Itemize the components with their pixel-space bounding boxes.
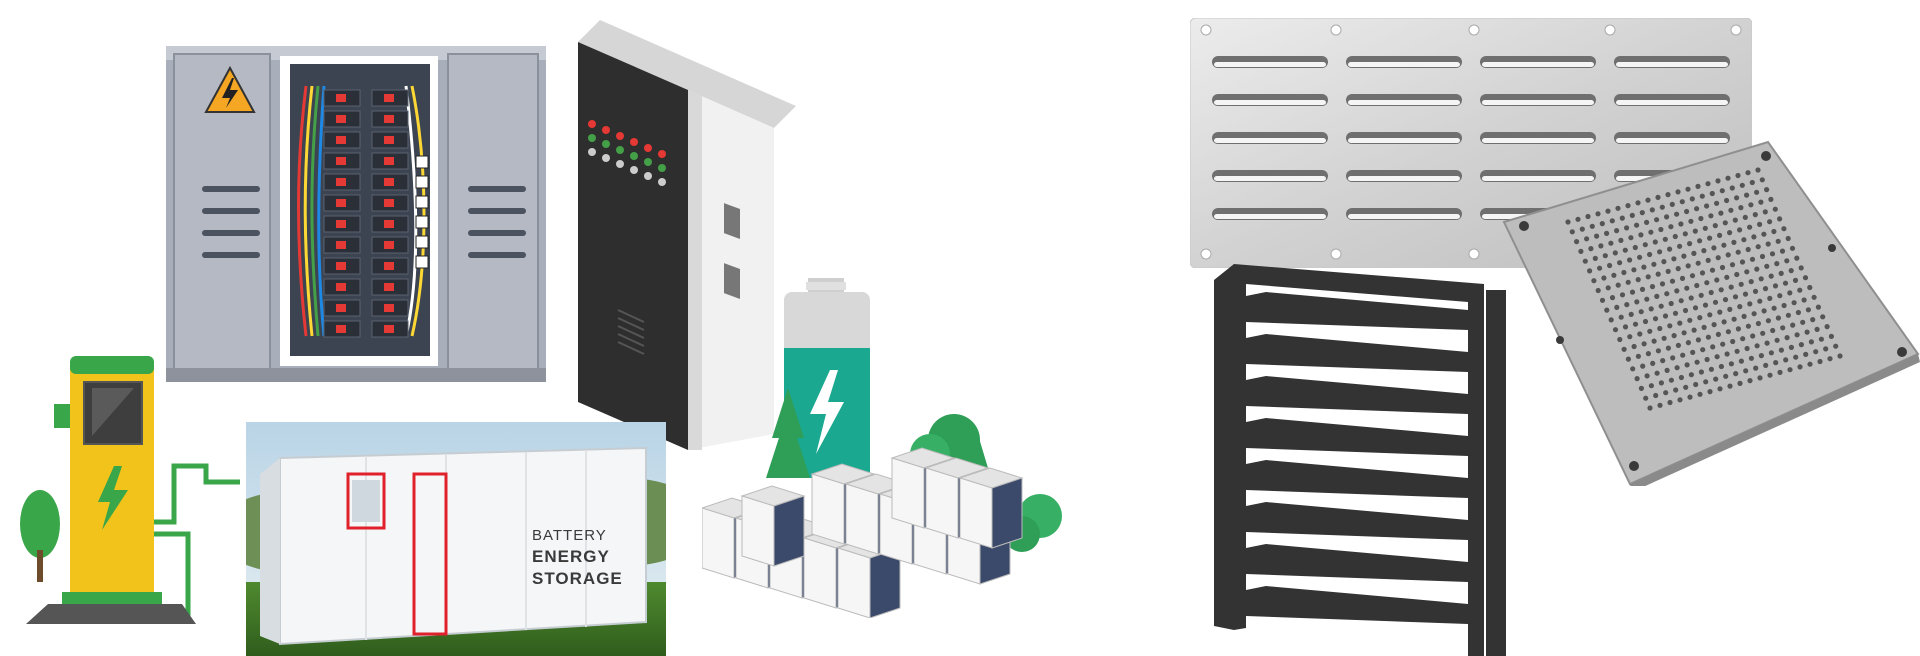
battery-storage-illustration: [702, 278, 1082, 618]
electrical-panel-illustration: [166, 46, 546, 382]
louver-shutter-icon: [1214, 262, 1520, 656]
container-label-battery: BATTERY: [532, 527, 607, 544]
perforated-metal-plate: [1498, 140, 1920, 486]
container-label-storage: STORAGE: [532, 569, 623, 588]
lightning-icon: [98, 466, 128, 530]
battery-container-photo: BATTERY ENERGY STORAGE: [246, 422, 666, 656]
lightning-icon: [810, 370, 844, 454]
warning-icon: [204, 65, 256, 113]
ev-charger-illustration: [18, 354, 250, 629]
power-cabinet-illustration: [578, 20, 796, 450]
container-label-energy: ENERGY: [532, 547, 610, 566]
